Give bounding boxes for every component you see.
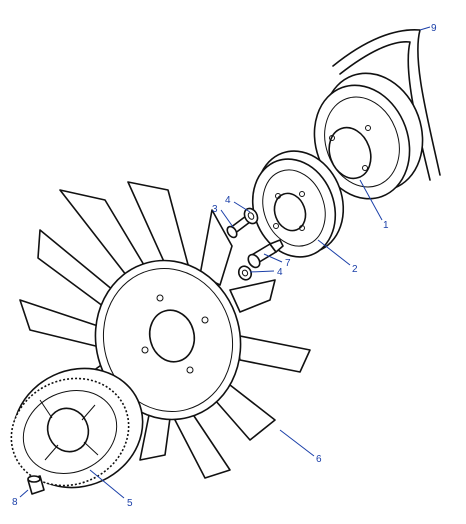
callout-1: 1 xyxy=(383,220,389,231)
washer-upper xyxy=(243,207,259,225)
callout-7: 7 xyxy=(285,258,291,269)
viscous-coupling xyxy=(10,367,144,489)
callout-4-lower: 4 xyxy=(277,267,283,278)
callout-5: 5 xyxy=(127,498,133,509)
bolt-long xyxy=(247,239,284,269)
cooling-fan xyxy=(19,181,311,479)
callout-2: 2 xyxy=(352,264,358,275)
fan-pulley xyxy=(251,150,345,258)
crankshaft-pulley xyxy=(313,72,424,200)
callout-8: 8 xyxy=(12,497,18,508)
washer-lower xyxy=(237,265,253,281)
nut-cap xyxy=(27,475,45,495)
callout-6: 6 xyxy=(316,454,322,465)
callout-9: 9 xyxy=(431,23,437,34)
callout-3: 3 xyxy=(212,204,218,215)
callout-4-upper: 4 xyxy=(225,195,231,206)
leader-lines xyxy=(19,26,431,499)
